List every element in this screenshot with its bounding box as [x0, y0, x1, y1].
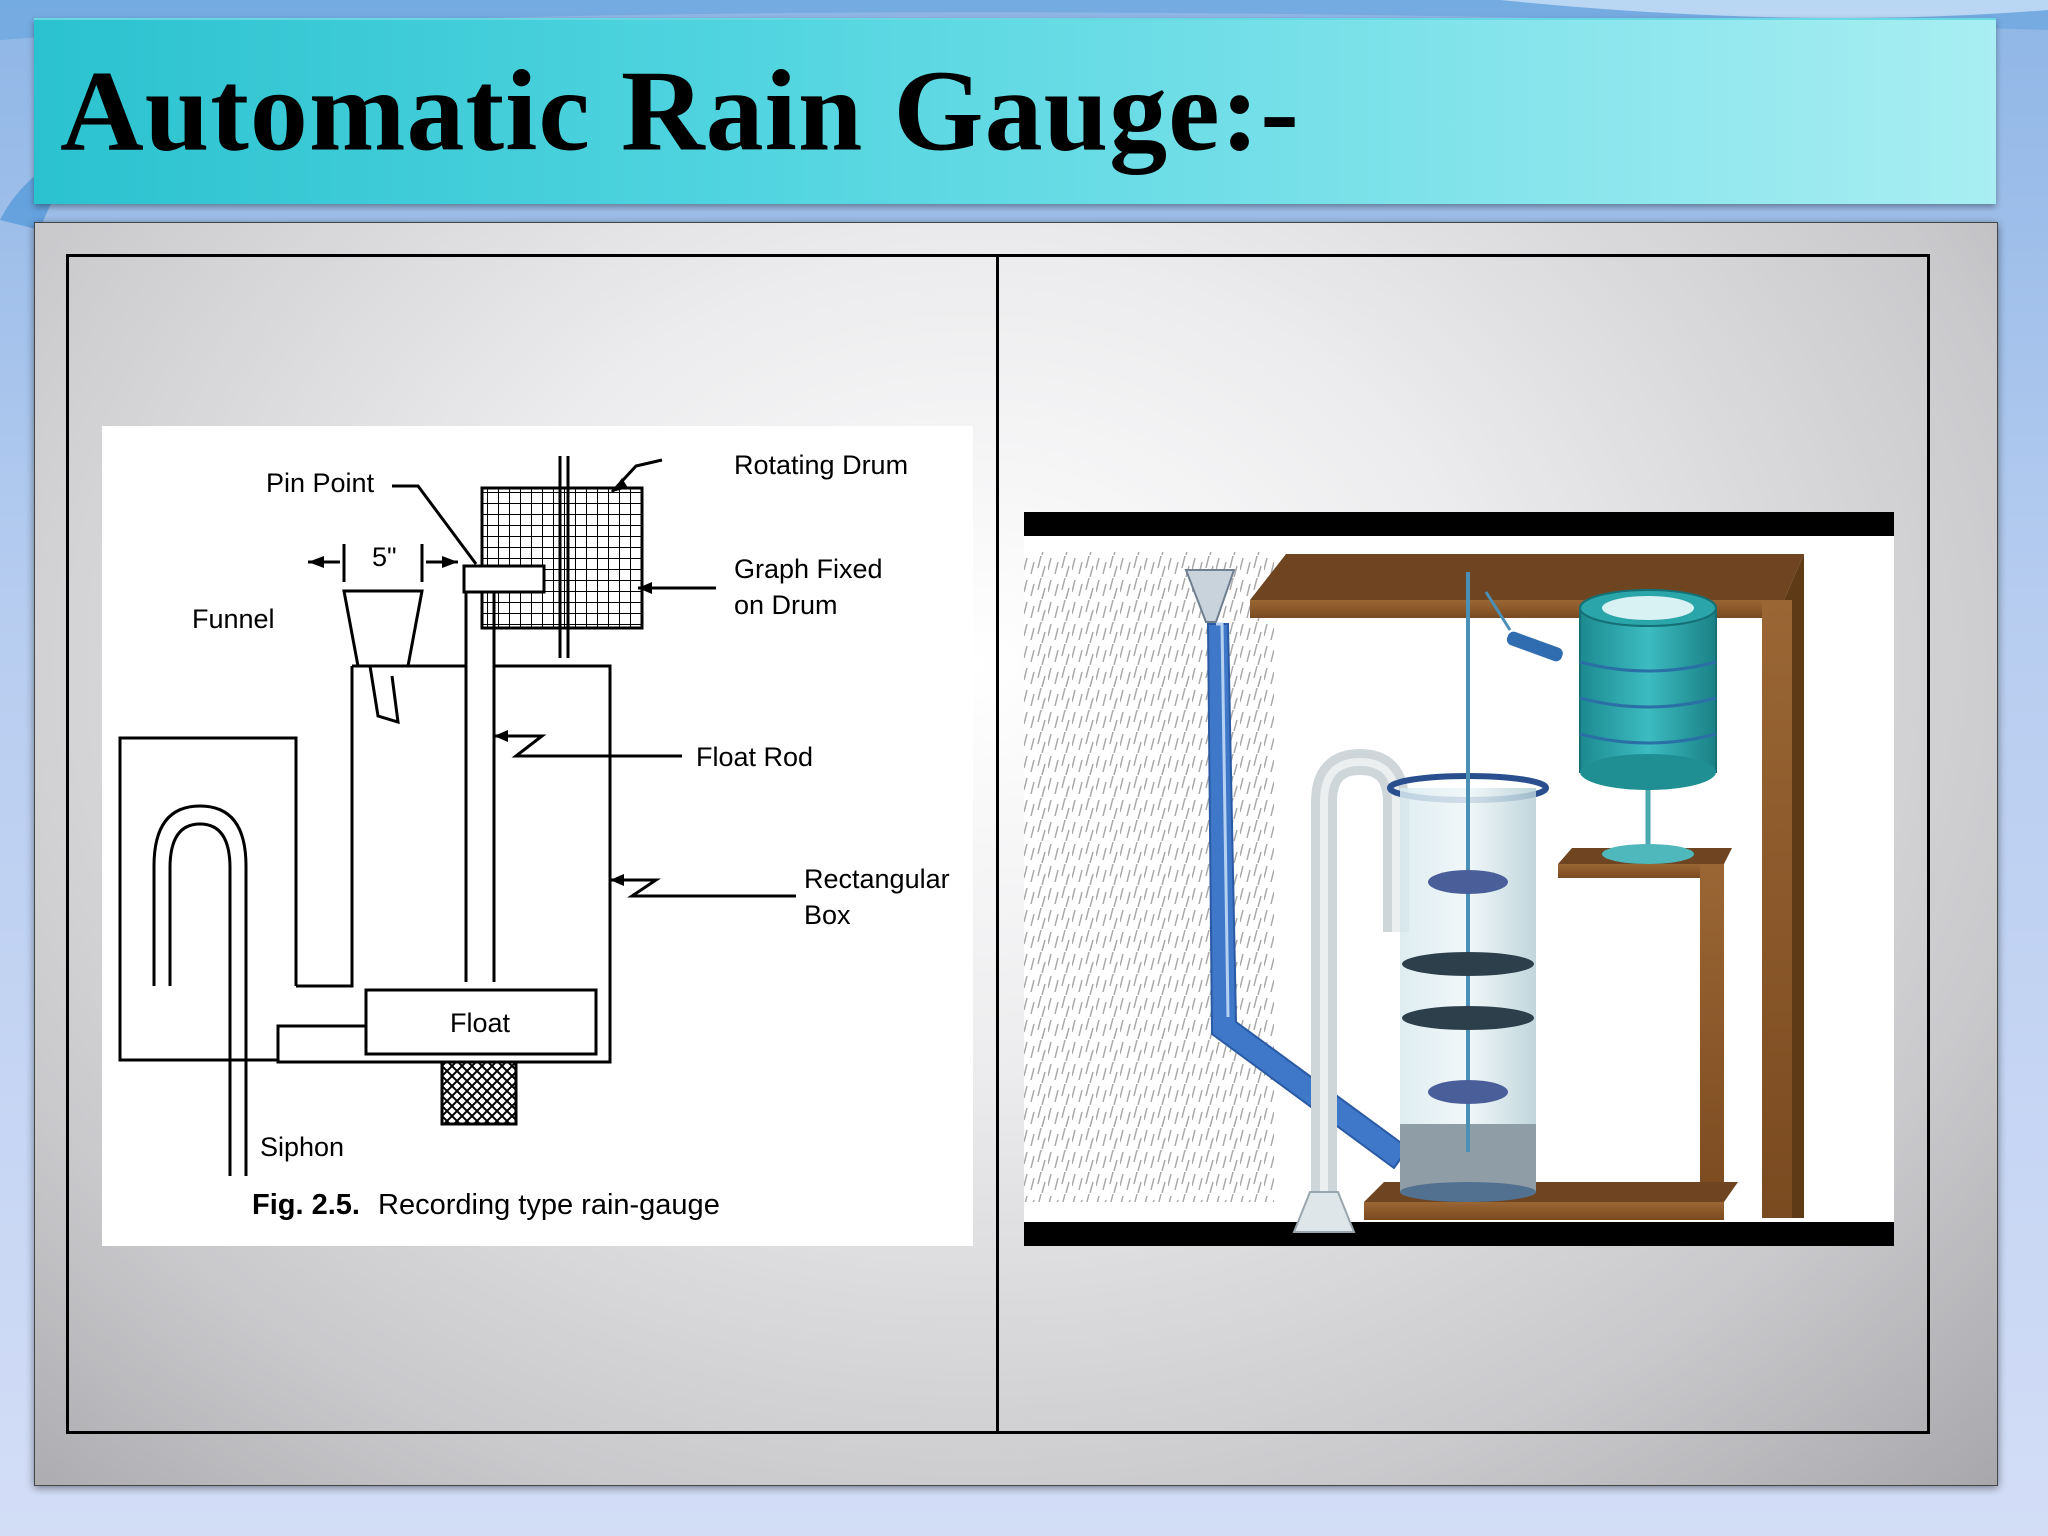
label-rectangular-box-2: Box — [804, 900, 851, 930]
label-graph-fixed-2: on Drum — [734, 590, 838, 620]
label-float: Float — [450, 1008, 511, 1038]
rotating-drum-grid — [480, 486, 644, 630]
video-bar-bottom — [1024, 1222, 1894, 1246]
label-rotating-drum: Rotating Drum — [734, 450, 908, 480]
label-funnel: Funnel — [192, 604, 275, 634]
label-pin-point: Pin Point — [266, 468, 375, 498]
recording-pen — [1506, 631, 1563, 662]
label-dimension: 5" — [372, 542, 397, 572]
label-graph-fixed: Graph Fixed — [734, 554, 883, 584]
recording-drum — [1579, 607, 1717, 773]
slide-title: Automatic Rain Gauge:- — [60, 47, 1300, 176]
rain-gauge-illustration — [1024, 512, 1894, 1246]
label-float-rod: Float Rod — [696, 742, 813, 772]
video-bar-top — [1024, 512, 1894, 536]
label-rectangular-box: Rectangular — [804, 864, 950, 894]
label-siphon: Siphon — [260, 1132, 344, 1162]
funnel — [1184, 569, 1236, 623]
wooden-frame — [1250, 554, 1804, 1220]
caption-number: Fig. 2.5. — [252, 1189, 360, 1221]
table-column-divider — [996, 254, 999, 1434]
title-bar: Automatic Rain Gauge:- — [34, 18, 1996, 204]
rain-texture — [1024, 552, 1274, 1202]
figure-caption: Fig. 2.5. Recording type rain-gauge — [252, 1189, 720, 1221]
recording-rain-gauge-schematic: Pin Point Rotating Drum 5" Graph Fixed o… — [102, 426, 973, 1246]
caption-text: Recording type rain-gauge — [378, 1189, 720, 1221]
